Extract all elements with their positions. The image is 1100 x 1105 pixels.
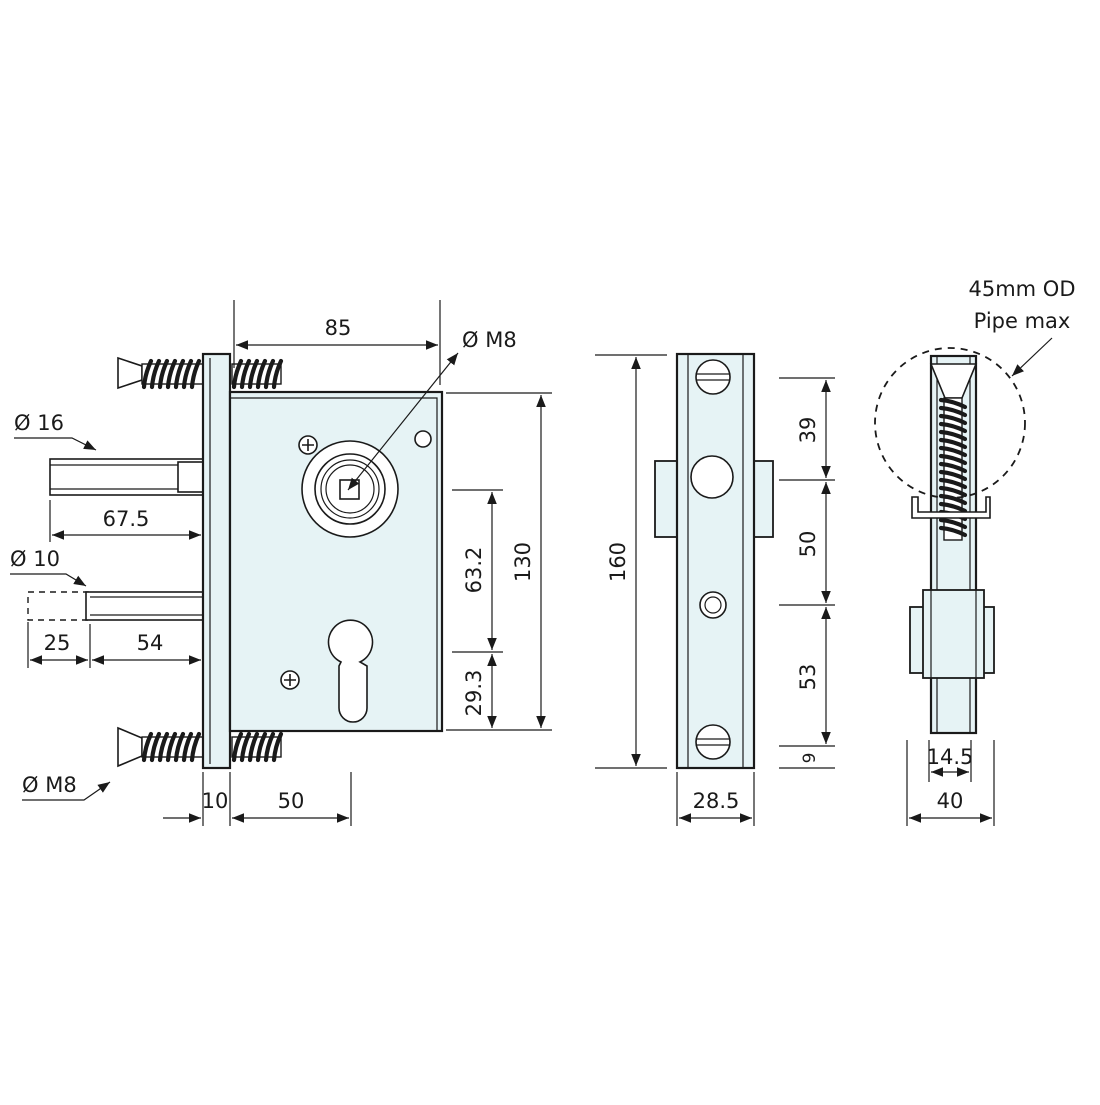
front-view: Ø M8 85 130 63.2 29.3 Ø 16 67.5 Ø 10 bbox=[10, 300, 552, 826]
slotted-screw-icon bbox=[695, 359, 731, 395]
dim-segment-50: 50 bbox=[796, 531, 820, 558]
dim-width-85: 85 bbox=[325, 316, 352, 340]
dim-bolt-diameter: Ø 10 bbox=[10, 547, 60, 571]
end-view: 45mm OD Pipe max 14.5 40 bbox=[874, 277, 1076, 826]
face-plate bbox=[201, 352, 232, 770]
keyhole bbox=[327, 619, 374, 723]
dead-bolt bbox=[27, 591, 205, 621]
pipe-outline bbox=[874, 347, 1026, 499]
dim-outer-width: 40 bbox=[937, 789, 964, 813]
side-body bbox=[675, 352, 756, 770]
hole-icon bbox=[699, 591, 727, 619]
dim-latch-throw: 67.5 bbox=[103, 507, 150, 531]
dim-plate-thickness: 10 bbox=[202, 789, 229, 813]
dim-spindle-hole: Ø M8 bbox=[462, 328, 517, 352]
dim-offset-29-3: 29.3 bbox=[462, 670, 486, 717]
dim-bolt-extension: 25 bbox=[44, 631, 71, 655]
dim-offset-63-2: 63.2 bbox=[462, 547, 486, 594]
dim-total-height: 160 bbox=[606, 542, 630, 582]
pipe-note-line2: Pipe max bbox=[974, 309, 1071, 333]
side-view: 160 39 50 53 9 28.5 bbox=[595, 352, 835, 826]
dim-latch-diameter: Ø 16 bbox=[14, 411, 64, 435]
screw-thread bbox=[141, 731, 284, 763]
dim-segment-53: 53 bbox=[796, 664, 820, 691]
latch-bolt bbox=[49, 458, 207, 496]
dim-segment-39: 39 bbox=[796, 417, 820, 444]
screw-thread bbox=[938, 397, 968, 541]
dim-segment-9: 9 bbox=[800, 753, 820, 764]
dim-depth: 28.5 bbox=[693, 789, 740, 813]
pipe-clamp bbox=[911, 496, 991, 519]
bottom-screw bbox=[117, 726, 284, 768]
top-screw bbox=[117, 356, 284, 390]
spindle-boss bbox=[690, 455, 734, 499]
mounting-hole bbox=[414, 430, 432, 448]
dim-height-130: 130 bbox=[511, 542, 535, 582]
phillips-screw-icon bbox=[280, 670, 300, 690]
screw-thread bbox=[141, 358, 284, 390]
dim-backset: 50 bbox=[278, 789, 305, 813]
slotted-screw-icon bbox=[695, 724, 731, 760]
dim-inner-width: 14.5 bbox=[927, 745, 974, 769]
pipe-note-line1: 45mm OD bbox=[968, 277, 1075, 301]
dim-bolt-length: 54 bbox=[137, 631, 164, 655]
spindle-follower bbox=[301, 440, 399, 538]
dim-screw-thread: Ø M8 bbox=[22, 773, 77, 797]
phillips-screw-icon bbox=[298, 435, 318, 455]
